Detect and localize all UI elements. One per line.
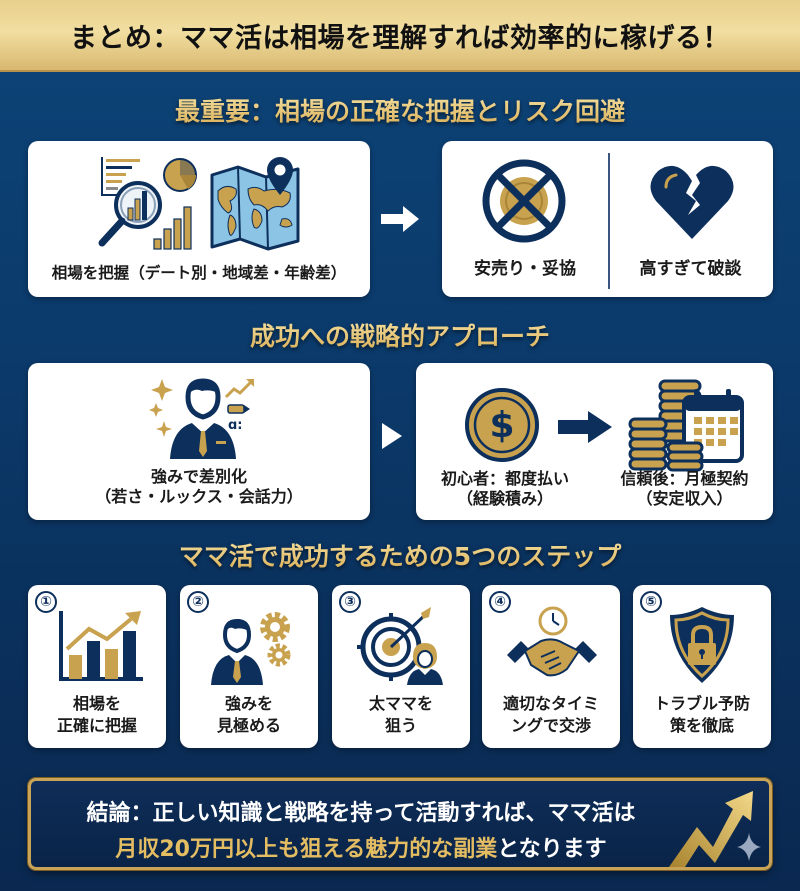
strength-line2: （若さ・ルックス・会話力） bbox=[95, 487, 303, 506]
conclusion-highlight: 月収20万円以上も狙える魅力的な副業 bbox=[115, 837, 498, 862]
step-card-4: ④ 適切なタイミ ングで交渉 bbox=[482, 585, 620, 748]
step-label-line2: 正確に把握 bbox=[56, 716, 137, 735]
beginner-line2: （経験積み） bbox=[456, 489, 553, 508]
payment-card: $ 初心者：都度払 bbox=[416, 363, 773, 520]
step-card-5: ⑤ トラブル予防 策を徹底 bbox=[633, 585, 771, 748]
risk-card: 安売り・妥協 高すぎて破談 bbox=[442, 141, 773, 297]
step-label-line2: ングで交渉 bbox=[510, 716, 591, 735]
step-card-1: ① 相場を 正確に把握 bbox=[28, 585, 166, 748]
shield-lock-icon bbox=[670, 607, 734, 683]
step-number: ② bbox=[187, 591, 209, 613]
world-map-pin-icon bbox=[210, 157, 300, 251]
step-label-line1: トラブル予防 bbox=[653, 694, 750, 713]
step-card-2: ② 強みを 見極める bbox=[180, 585, 318, 748]
bar-chart-growth-icon bbox=[59, 611, 143, 681]
handshake-clock-icon bbox=[507, 606, 597, 677]
growth-arrow-icon bbox=[669, 791, 761, 867]
market-card: 相場を把握（デート別・地域差・年齢差） bbox=[28, 141, 370, 297]
person-gears-icon bbox=[211, 612, 291, 685]
undercharge-label: 安売り・妥協 bbox=[474, 259, 576, 279]
section1-heading: 最重要：相場の正確な把握とリスク回避 bbox=[0, 92, 800, 128]
analytics-magnifier-icon bbox=[98, 157, 197, 250]
triangle-right-icon bbox=[382, 423, 402, 449]
conclusion-box: 結論：正しい知識と戦略を持って活動すれば、ママ活は 月収20万円以上も狙える魅力… bbox=[28, 778, 772, 870]
conclusion-rest: となります bbox=[497, 837, 607, 862]
market-card-label: 相場を把握（デート別・地域差・年齢差） bbox=[51, 264, 347, 282]
step-label-line1: 相場を bbox=[72, 694, 121, 713]
svg-text:ɑ:: ɑ: bbox=[228, 418, 243, 433]
step-number: ④ bbox=[489, 591, 511, 613]
page-title: まとめ：ママ活は相場を理解すれば効率的に稼げる！ bbox=[70, 22, 730, 54]
step-number: ③ bbox=[339, 591, 361, 613]
step-number: ① bbox=[35, 591, 57, 613]
step-number: ⑤ bbox=[640, 591, 662, 613]
coins-calendar-icon bbox=[628, 379, 744, 472]
target-woman-icon bbox=[357, 607, 443, 685]
businessman-sparkle-icon: ɑ: bbox=[149, 378, 254, 459]
card-divider bbox=[608, 153, 610, 289]
dollar-coin-icon: $ bbox=[465, 388, 539, 462]
title-banner: まとめ：ママ活は相場を理解すれば効率的に稼げる！ bbox=[0, 0, 800, 72]
step-label-line1: 強みを bbox=[224, 694, 273, 713]
beginner-line1: 初心者：都度払い bbox=[440, 469, 569, 488]
overcharge-label: 高すぎて破談 bbox=[639, 259, 742, 279]
conclusion-line2: 月収20万円以上も狙える魅力的な副業となります bbox=[31, 831, 691, 863]
arrow-right-icon bbox=[381, 206, 419, 232]
trusted-line1: 信頼後：月極契約 bbox=[620, 469, 749, 488]
crossed-coin-icon bbox=[482, 159, 566, 243]
step-label-line2: 策を徹底 bbox=[669, 716, 734, 735]
broken-heart-icon bbox=[650, 165, 734, 239]
strength-card: ɑ: 強みで差別化 （若さ・ルックス・会話力） bbox=[28, 363, 370, 520]
step-card-3: ③ 太ママを 狙う bbox=[332, 585, 470, 748]
trusted-line2: （安定収入） bbox=[636, 489, 733, 508]
svg-text:$: $ bbox=[489, 405, 514, 446]
arrow-right-icon bbox=[558, 411, 612, 443]
step-label-line1: 適切なタイミ bbox=[502, 694, 599, 713]
step-label-line2: 狙う bbox=[384, 716, 417, 735]
step-label-line1: 太ママを bbox=[368, 694, 433, 713]
section2-heading: 成功への戦略的アプローチ bbox=[0, 317, 800, 353]
strength-line1: 強みで差別化 bbox=[150, 467, 247, 486]
section3-heading: ママ活で成功するための5つのステップ bbox=[0, 537, 800, 573]
conclusion-line1: 結論：正しい知識と戦略を持って活動すれば、ママ活は bbox=[86, 801, 636, 826]
step-label-line2: 見極める bbox=[216, 716, 281, 735]
